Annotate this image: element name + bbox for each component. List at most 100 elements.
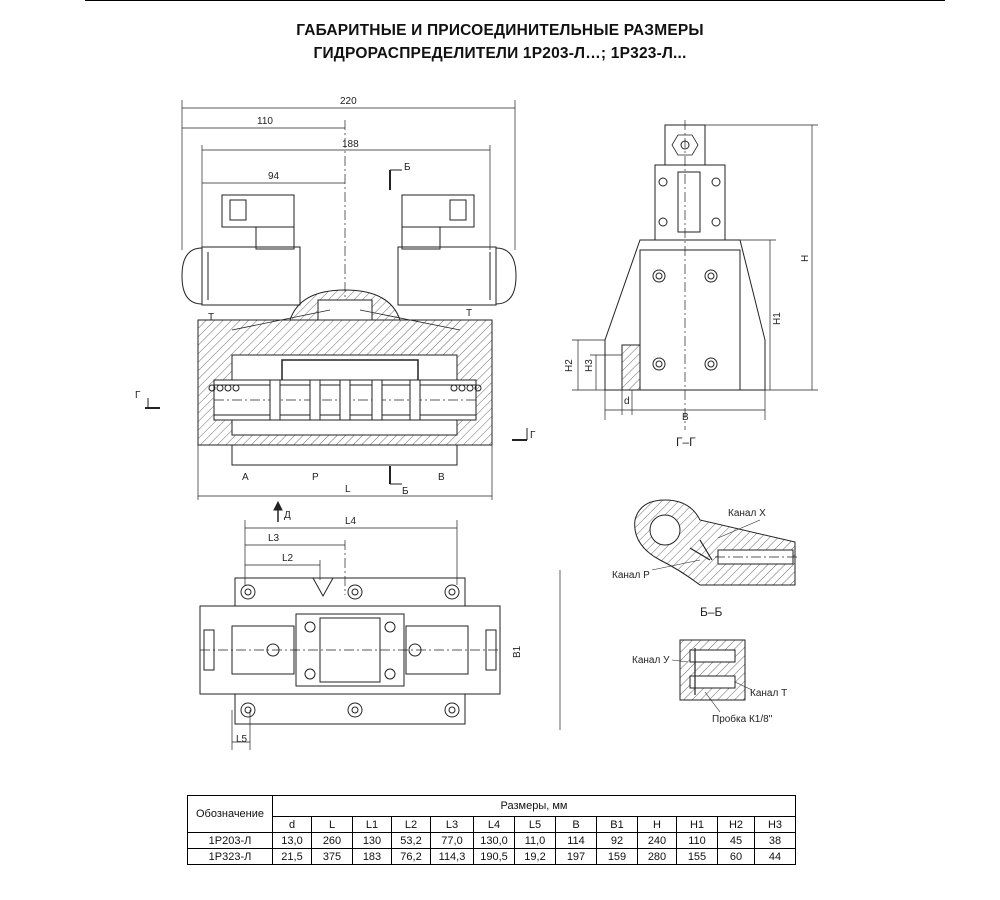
view-arrow-d <box>273 500 283 522</box>
column-header: B <box>555 816 597 833</box>
view-g-caption: Г–Г <box>676 435 696 449</box>
dim-h3-label: H3 <box>584 359 595 372</box>
column-header: H3 <box>754 816 796 833</box>
front-view-dimensions <box>181 100 516 300</box>
dim-h1-label: H1 <box>772 312 783 325</box>
table-cell: 13,0 <box>272 832 312 849</box>
table-cell: 21,5 <box>272 848 312 865</box>
table-cell: 155 <box>676 848 718 865</box>
section-b-label-bottom: Б <box>402 486 409 497</box>
table-cell: 114,3 <box>430 848 474 865</box>
table-cell: 197 <box>555 848 597 865</box>
solenoid-right <box>397 194 517 306</box>
sizes-header: Размеры, мм <box>272 795 796 817</box>
table-cell: 110 <box>676 832 718 849</box>
port-a-label: А <box>242 472 249 483</box>
dim-220: 220 <box>340 96 357 107</box>
dim-l-line <box>197 445 493 500</box>
table-cell: 114 <box>555 832 597 849</box>
table-header-row: Обозначение Размеры, мм <box>187 795 796 833</box>
dim-d-label: d <box>624 396 630 407</box>
table-cell: 60 <box>717 848 755 865</box>
table-cell: 375 <box>311 848 353 865</box>
column-header: H1 <box>676 816 718 833</box>
column-header: H2 <box>717 816 755 833</box>
dim-188: 188 <box>342 139 359 150</box>
column-header: d <box>272 816 312 833</box>
dim-h-label: H <box>800 255 811 262</box>
column-header: L2 <box>391 816 431 833</box>
table-cell: 280 <box>637 848 677 865</box>
section-g-label-right: Г <box>530 430 536 441</box>
table-cell: 44 <box>754 848 796 865</box>
table-cell: 53,2 <box>391 832 431 849</box>
port-t-left-label: Т <box>208 312 214 323</box>
port-p-label: Р <box>312 472 319 483</box>
table-cell: 130,0 <box>473 832 515 849</box>
dim-l3-label: L3 <box>268 533 280 544</box>
port-t-right-label: Т <box>466 308 472 319</box>
dim-l2-label: L2 <box>282 553 294 564</box>
view-d-label: Д <box>284 510 291 521</box>
technical-drawing: 220 110 188 94 Б <box>135 96 818 750</box>
solenoid-left <box>181 194 301 306</box>
row-designation: 1Р323-Л <box>187 848 273 865</box>
port-b-label: В <box>438 472 445 483</box>
table-cell: 76,2 <box>391 848 431 865</box>
column-header: L5 <box>514 816 556 833</box>
table-cell: 130 <box>352 832 392 849</box>
dim-l5-label: L5 <box>236 734 248 745</box>
column-header: H <box>637 816 677 833</box>
column-header: L4 <box>473 816 515 833</box>
table-cell: 240 <box>637 832 677 849</box>
plan-view-dimensions <box>231 520 561 750</box>
row-designation: 1Р203-Л <box>187 832 273 849</box>
table-cell: 45 <box>717 832 755 849</box>
dim-h2-label: H2 <box>564 359 575 372</box>
column-header: L <box>311 816 353 833</box>
section-bb-bottom <box>671 639 753 713</box>
column-header: L1 <box>352 816 392 833</box>
kanal-u-label: Канал У <box>632 655 670 666</box>
table-cell: 159 <box>596 848 638 865</box>
column-header: B1 <box>596 816 638 833</box>
top-border-line <box>85 0 945 1</box>
section-bb-caption: Б–Б <box>700 605 723 619</box>
probka-label: Пробка К1/8" <box>712 713 773 725</box>
dim-l-label: L <box>345 484 351 495</box>
table-cell: 190,5 <box>473 848 515 865</box>
column-header: L3 <box>430 816 474 833</box>
plan-view <box>199 577 501 725</box>
dim-b1-label: B1 <box>512 645 523 658</box>
section-g-label-left: Г <box>135 390 141 401</box>
table-cell: 260 <box>311 832 353 849</box>
section-bb-top <box>634 499 800 586</box>
table-cell: 19,2 <box>514 848 556 865</box>
dim-l4-label: L4 <box>345 516 357 527</box>
dim-b-label: B <box>682 412 689 423</box>
valve-body-section <box>197 289 493 466</box>
section-mark-b-bottom <box>389 466 402 485</box>
designation-header: Обозначение <box>187 795 273 833</box>
table-cell: 11,0 <box>514 832 556 849</box>
kanal-x-label: Канал Х <box>728 508 766 519</box>
section-b-label-top: Б <box>404 162 411 173</box>
table-cell: 183 <box>352 848 392 865</box>
table-cell: 92 <box>596 832 638 849</box>
dim-110: 110 <box>257 116 273 127</box>
table-cell: 77,0 <box>430 832 474 849</box>
side-view <box>604 120 766 430</box>
dim-94: 94 <box>268 171 280 182</box>
side-view-dimensions <box>572 124 818 420</box>
page-title: ГАБАРИТНЫЕ И ПРИСОЕДИНИТЕЛЬНЫЕ РАЗМЕРЫ <box>296 22 704 39</box>
section-mark-b-top <box>389 169 402 190</box>
kanal-t-label: Канал Т <box>750 688 787 699</box>
table-cell: 38 <box>754 832 796 849</box>
section-mark-g-right <box>512 428 528 441</box>
kanal-p-label: Канал Р <box>612 570 650 581</box>
page-subtitle: ГИДРОРАСПРЕДЕЛИТЕЛИ 1Р203-Л…; 1Р323-Л... <box>313 45 687 62</box>
